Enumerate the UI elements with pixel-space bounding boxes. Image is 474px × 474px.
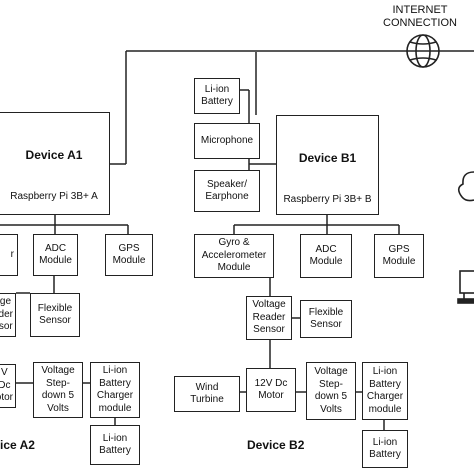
b-voltage-stepdown: Voltage Step- down 5 Volts [306, 362, 356, 420]
device-b1-subtitle: Raspberry Pi 3B+ B [283, 194, 372, 205]
b-liion-battery: Li-ion Battery [362, 430, 408, 468]
a-gps-module: GPS Module [105, 234, 153, 276]
a-liion-battery: Li-ion Battery [90, 425, 140, 465]
b-microphone: Microphone [194, 123, 260, 159]
computer-icon [457, 270, 474, 304]
a-partial-module: r [0, 234, 18, 276]
device-b1-title: Device B1 [298, 150, 357, 165]
b-wind-turbine: Wind Turbine [174, 376, 240, 412]
cloud-icon [457, 171, 474, 202]
globe-icon [406, 34, 440, 68]
device-a1-title: Device A1 [25, 147, 83, 162]
b-gps-module: GPS Module [374, 234, 424, 278]
b-dc-motor: 12V Dc Motor [246, 368, 296, 412]
a-battery-charger: Li-ion Battery Charger module [90, 362, 140, 418]
device-b2-caption: Device B2 [247, 438, 305, 452]
b-speaker-earphone: Speaker/ Earphone [194, 170, 260, 212]
a-adc-module: ADC Module [33, 234, 78, 276]
a-voltage-stepdown: Voltage Step- down 5 Volts [33, 362, 83, 418]
device-b1-box: Device B1 Raspberry Pi 3B+ B [276, 115, 379, 215]
b-battery-charger: Li-ion Battery Charger module [362, 362, 408, 420]
device-a1-box: Device A1 Raspberry Pi 3B+ A [0, 112, 110, 215]
b-flexible-sensor: Flexible Sensor [300, 300, 352, 338]
a-voltage-reader-sensor: ltage eader ensor [0, 293, 16, 337]
a-flexible-sensor: Flexible Sensor [30, 293, 80, 337]
internet-connection-label: INTERNET CONNECTION [383, 4, 457, 29]
device-a2-caption: ice A2 [0, 438, 35, 452]
device-a1-subtitle: Raspberry Pi 3B+ A [10, 191, 98, 202]
a-dc-motor: V Dc otor [0, 364, 16, 408]
b-voltage-reader-sensor: Voltage Reader Sensor [246, 296, 292, 340]
b-liion-battery-top: Li-ion Battery [194, 78, 240, 114]
b-adc-module: ADC Module [300, 234, 352, 278]
b-gyro-accelerometer: Gyro & Accelerometer Module [194, 234, 274, 278]
